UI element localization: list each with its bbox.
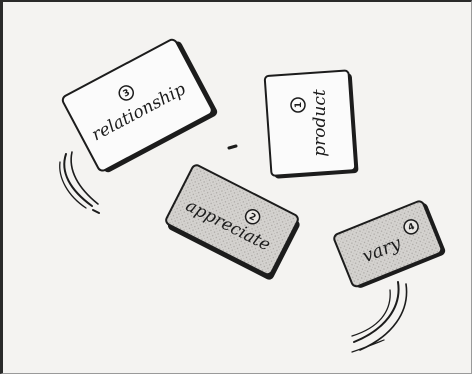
card-vary: 4 vary xyxy=(333,199,447,291)
card-relationship: 3 relationship xyxy=(61,36,219,176)
card-appreciate: 2 appreciate xyxy=(163,164,303,282)
card-product: 1 product xyxy=(265,70,359,179)
card-number: 1 xyxy=(294,102,304,108)
motion-lines-left xyxy=(60,152,99,213)
card-word: product xyxy=(310,89,330,157)
stray-mark xyxy=(229,146,236,148)
motion-lines-right xyxy=(352,282,407,352)
